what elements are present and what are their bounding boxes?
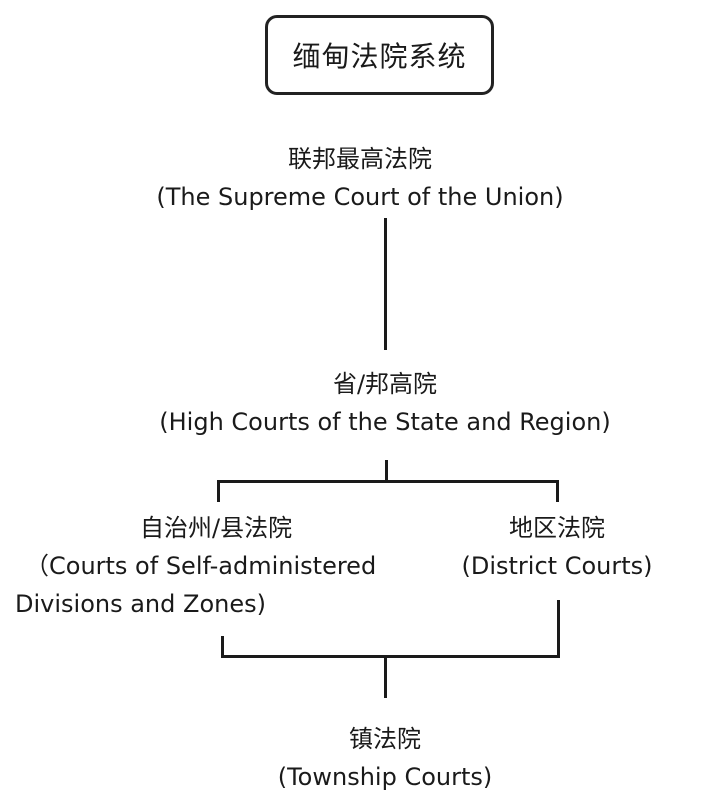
connector-merge-left-rise [221, 636, 224, 658]
node-self-administered-zh: 自治州/县法院 [140, 514, 293, 542]
node-supreme-court: 联邦最高法院 (The Supreme Court of the Union) [110, 140, 610, 216]
connector-high-left-drop [217, 480, 220, 502]
node-district-courts-en: (District Courts) [461, 552, 653, 580]
node-high-courts: 省/邦高院 (High Courts of the State and Regi… [90, 365, 680, 441]
node-township-courts-zh: 镇法院 [349, 725, 421, 753]
connector-supreme-high [384, 218, 387, 350]
node-district-courts-zh: 地区法院 [509, 514, 605, 542]
connector-merge-stem [384, 658, 387, 698]
node-district-courts: 地区法院 (District Courts) [447, 509, 667, 585]
node-township-courts-en: (Township Courts) [277, 763, 493, 791]
node-self-administered-en-1: （Courts of Self-administered [25, 552, 377, 580]
diagram-title-box: 缅甸法院系统 [265, 15, 494, 95]
diagram-title: 缅甸法院系统 [292, 40, 467, 73]
node-high-courts-zh: 省/邦高院 [332, 370, 438, 398]
node-township-courts: 镇法院 (Township Courts) [190, 720, 580, 796]
node-supreme-court-en: (The Supreme Court of the Union) [156, 183, 564, 211]
node-supreme-court-zh: 联邦最高法院 [288, 145, 432, 173]
node-high-courts-en: (High Courts of the State and Region) [159, 408, 611, 436]
connector-merge-right-rise [557, 600, 560, 658]
node-self-administered-courts: 自治州/县法院 （Courts of Self-administered Div… [15, 509, 435, 623]
connector-high-horizontal [217, 480, 559, 483]
node-self-administered-en-2: Divisions and Zones) [15, 590, 266, 618]
connector-high-right-drop [556, 480, 559, 502]
connector-high-stem [385, 460, 388, 482]
connector-merge-horizontal [221, 655, 560, 658]
